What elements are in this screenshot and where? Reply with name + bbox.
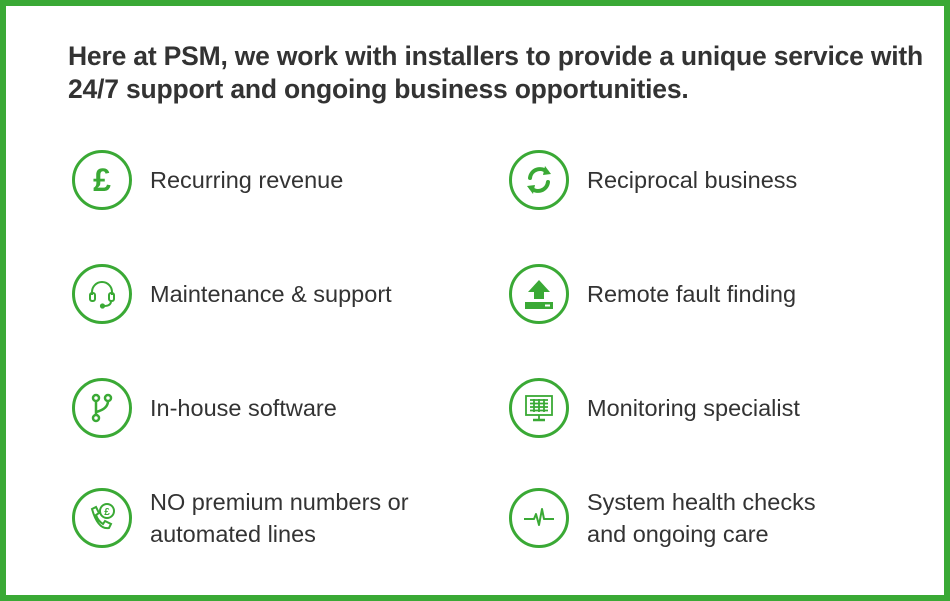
feature-in-house-software: In-house software [72, 374, 452, 442]
branch-icon [72, 378, 132, 438]
svg-text:£: £ [93, 162, 111, 198]
feature-label: NO premium numbers or automated lines [150, 489, 409, 547]
feature-maintenance-support: Maintenance & support [72, 260, 452, 328]
feature-label: Monitoring specialist [587, 395, 800, 421]
pound-icon: £ [72, 150, 132, 210]
feature-label: Reciprocal business [587, 167, 798, 193]
feature-monitoring-specialist: Monitoring specialist [509, 374, 849, 442]
feature-no-premium-numbers: £ NO premium numbers or automated lines [72, 484, 452, 552]
feature-remote-fault-finding: Remote fault finding [509, 260, 849, 328]
monitor-icon [509, 378, 569, 438]
feature-label: In-house software [150, 395, 337, 421]
upload-icon [509, 264, 569, 324]
feature-label: Remote fault finding [587, 281, 797, 307]
feature-system-health-checks: System health checks and ongoing care [509, 484, 849, 552]
refresh-icon [509, 150, 569, 210]
feature-label: Recurring revenue [150, 167, 344, 193]
headline: Here at PSM, we work with installers to … [68, 41, 924, 104]
feature-recurring-revenue: £ Recurring revenue [72, 146, 452, 214]
heartbeat-icon [509, 488, 569, 548]
feature-label: Maintenance & support [150, 281, 392, 307]
feature-label: System health checks and ongoing care [587, 489, 816, 547]
feature-reciprocal-business: Reciprocal business [509, 146, 849, 214]
svg-text:£: £ [104, 507, 110, 518]
headset-icon [72, 264, 132, 324]
phone-pound-icon: £ [72, 488, 132, 548]
